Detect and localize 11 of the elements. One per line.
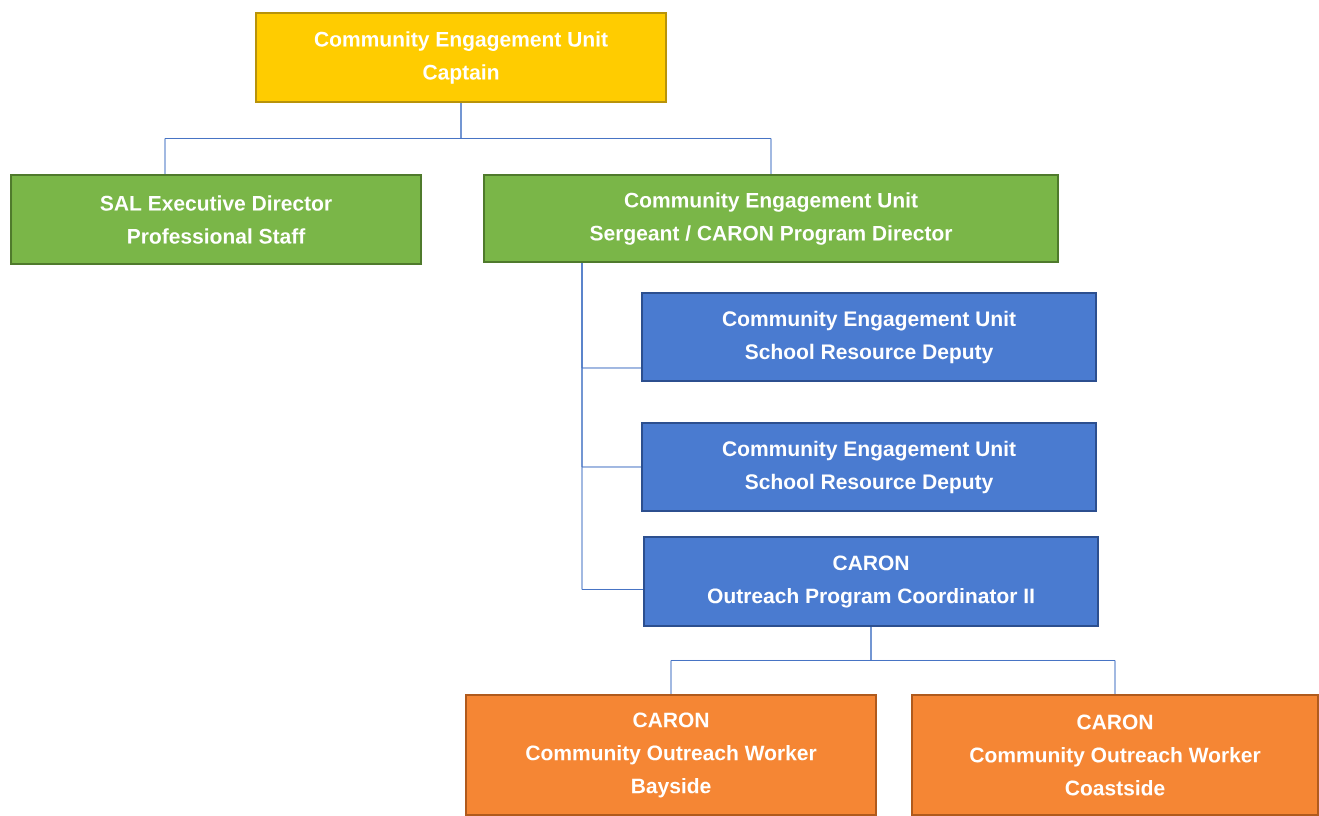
connector-line [581, 262, 644, 590]
org-box: SAL Executive Director Professional Staff [10, 174, 422, 265]
connector-line [460, 102, 772, 175]
org-box: Community Engagement Unit School Resource Deputy [641, 292, 1097, 382]
connector-line [870, 626, 1116, 695]
org-box: Community Engagement Unit Captain [255, 12, 667, 103]
org-box: CARON Outreach Program Coordinator II [643, 536, 1099, 627]
org-box: CARON Community Outreach Worker Bayside [465, 694, 877, 816]
org-box: CARON Community Outreach Worker Coastside [911, 694, 1319, 816]
org-box: Community Engagement Unit Sergeant / CARON Program Director [483, 174, 1059, 263]
org-box: Community Engagement Unit School Resource Deputy [641, 422, 1097, 512]
